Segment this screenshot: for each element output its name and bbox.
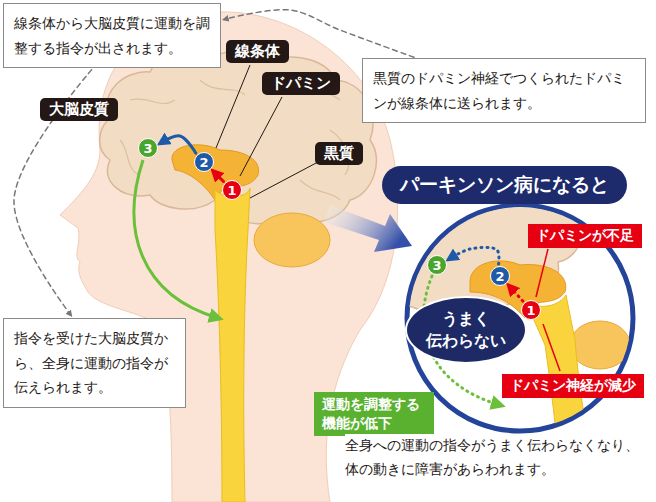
- connector-arrow: [449, 247, 499, 264]
- callout-number: 3: [138, 138, 158, 158]
- node-text: 3: [139, 139, 157, 159]
- note-box: 線条体から大脳皮質に運動を調整する指令が出されます。: [3, 3, 221, 68]
- callout-number: 2: [194, 152, 214, 172]
- warning-label: 運動を調整する 機能が低下: [314, 392, 434, 436]
- brainstem: [215, 188, 250, 502]
- node-text: 線条体から大脳皮質に運動を調整する指令が出されます。: [14, 11, 210, 60]
- callout-number: 3: [427, 255, 447, 275]
- node-text: 2: [491, 267, 509, 287]
- note-box: 指令を受けた大脳皮質から、全身に運動の指令が伝えられます。: [3, 318, 186, 408]
- motor-pathway: [134, 160, 218, 318]
- zoom-arrow: [324, 205, 412, 252]
- warning-label: ドパミン神経が減少: [502, 374, 644, 398]
- node-text: 指令を受けた大脳皮質から、全身に運動の指令が伝えられます。: [14, 326, 175, 400]
- warning-label: ドパミンが不足: [528, 224, 642, 248]
- connector-arrow: [213, 171, 223, 181]
- node-text: 2: [195, 153, 213, 173]
- note-box: 黒質のドパミン神経でつくられたドパミンが線条体に送られます。: [362, 58, 646, 123]
- brain-folds: [120, 80, 349, 200]
- node-text: 1: [223, 181, 241, 201]
- part-label: 線条体: [226, 40, 289, 63]
- connector-arrow: [160, 136, 196, 153]
- node-text: うまく 伝わらない: [407, 308, 525, 351]
- part-label: ドパミン: [262, 72, 340, 95]
- callout-number: 1: [222, 180, 242, 200]
- node-text: 黒質のドパミン神経でつくられたドパミンが線条体に送られます。: [373, 66, 635, 115]
- brain: [100, 51, 377, 224]
- node-text: 1: [522, 301, 540, 321]
- callout-number: 2: [490, 266, 510, 286]
- cerebellum: [254, 213, 330, 267]
- node-text: 黒質: [324, 144, 354, 163]
- callout-number: 1: [521, 300, 541, 320]
- node-text: 3: [428, 256, 446, 276]
- node-text: 運動を調整する 機能が低下: [322, 395, 426, 433]
- status-oval: うまく 伝わらない: [405, 296, 527, 364]
- node-text: 大脳皮質: [49, 100, 109, 119]
- node-text: 線条体: [235, 42, 280, 61]
- node-text: パーキンソン病になると: [400, 172, 609, 198]
- node-text: ドパミン: [271, 74, 331, 93]
- caption: 全身への運動の指令がうまく伝わらなくなり、 体の動きに障害があらわれます。: [345, 434, 645, 481]
- node-text: ドパミンが不足: [536, 227, 634, 245]
- part-label: 大脳皮質: [40, 98, 118, 121]
- part-label: 黒質: [315, 142, 363, 165]
- node-text: ドパミン神経が減少: [510, 377, 636, 395]
- connector-arrow: [509, 286, 523, 302]
- heading-pill: パーキンソン病になると: [382, 166, 627, 204]
